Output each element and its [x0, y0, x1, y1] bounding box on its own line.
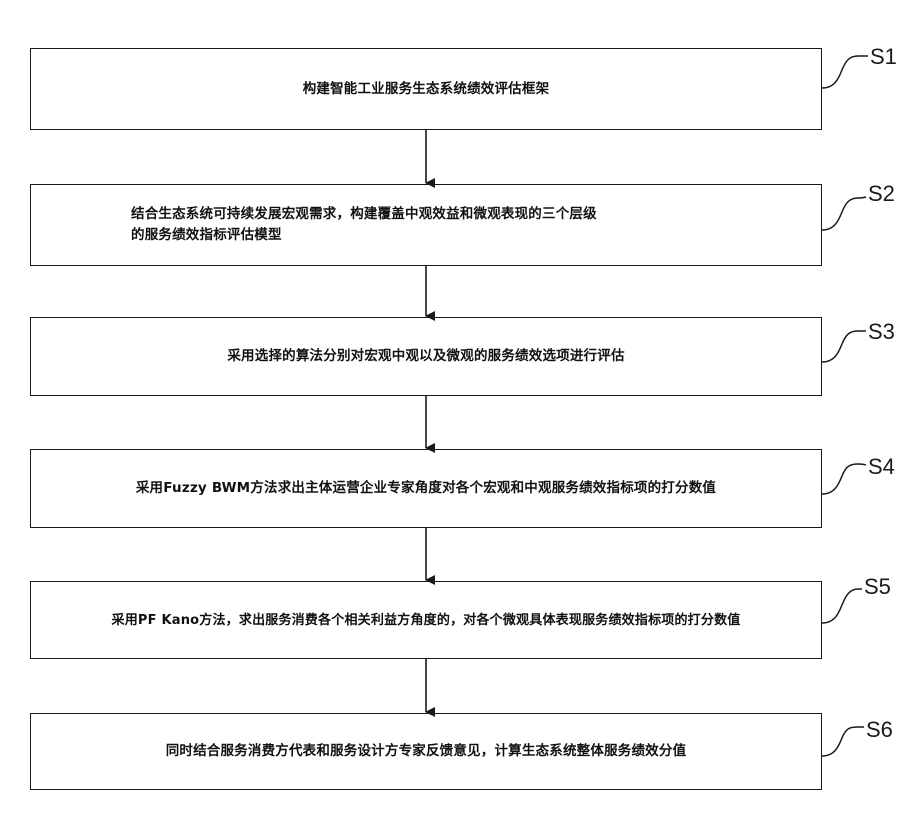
step-box-s2: 结合生态系统可持续发展宏观需求，构建覆盖中观效益和微观表现的三个层级 的服务绩效… — [30, 184, 822, 266]
step-text-s3: 采用选择的算法分别对宏观中观以及微观的服务绩效选项进行评估 — [213, 346, 638, 367]
leader-line-s1 — [822, 56, 868, 88]
step-label-s5: S5 — [864, 574, 891, 600]
step-box-s6: 同时结合服务消费方代表和服务设计方专家反馈意见，计算生态系统整体服务绩效分值 — [30, 713, 822, 790]
step-text-s6: 同时结合服务消费方代表和服务设计方专家反馈意见，计算生态系统整体服务绩效分值 — [152, 741, 701, 762]
step-text-s2-line2: 的服务绩效指标评估模型 — [131, 225, 721, 246]
leader-line-s2 — [822, 197, 866, 230]
step-box-s3: 采用选择的算法分别对宏观中观以及微观的服务绩效选项进行评估 — [30, 317, 822, 396]
step-text-s1: 构建智能工业服务生态系统绩效评估框架 — [289, 79, 564, 100]
step-box-s5: 采用PF Kano方法，求出服务消费各个相关利益方角度的，对各个微观具体表现服务… — [30, 581, 822, 659]
leader-line-s4 — [822, 464, 866, 494]
step-box-s1: 构建智能工业服务生态系统绩效评估框架 — [30, 48, 822, 130]
step-label-s2: S2 — [868, 181, 895, 207]
step-text-s5: 采用PF Kano方法，求出服务消费各个相关利益方角度的，对各个微观具体表现服务… — [98, 610, 755, 631]
step-text-s2-line1: 结合生态系统可持续发展宏观需求，构建覆盖中观效益和微观表现的三个层级 — [131, 204, 721, 225]
leader-line-s5 — [822, 589, 862, 623]
leader-line-s6 — [822, 727, 864, 756]
step-box-s4: 采用Fuzzy BWM方法求出主体运营企业专家角度对各个宏观和中观服务绩效指标项… — [30, 449, 822, 528]
leader-line-s3 — [822, 331, 866, 362]
step-label-s1: S1 — [870, 44, 897, 70]
step-text-s4: 采用Fuzzy BWM方法求出主体运营企业专家角度对各个宏观和中观服务绩效指标项… — [122, 478, 730, 499]
step-label-s3: S3 — [868, 319, 895, 345]
step-text-s2: 结合生态系统可持续发展宏观需求，构建覆盖中观效益和微观表现的三个层级 的服务绩效… — [117, 204, 735, 246]
step-label-s6: S6 — [866, 717, 893, 743]
step-label-s4: S4 — [868, 454, 895, 480]
